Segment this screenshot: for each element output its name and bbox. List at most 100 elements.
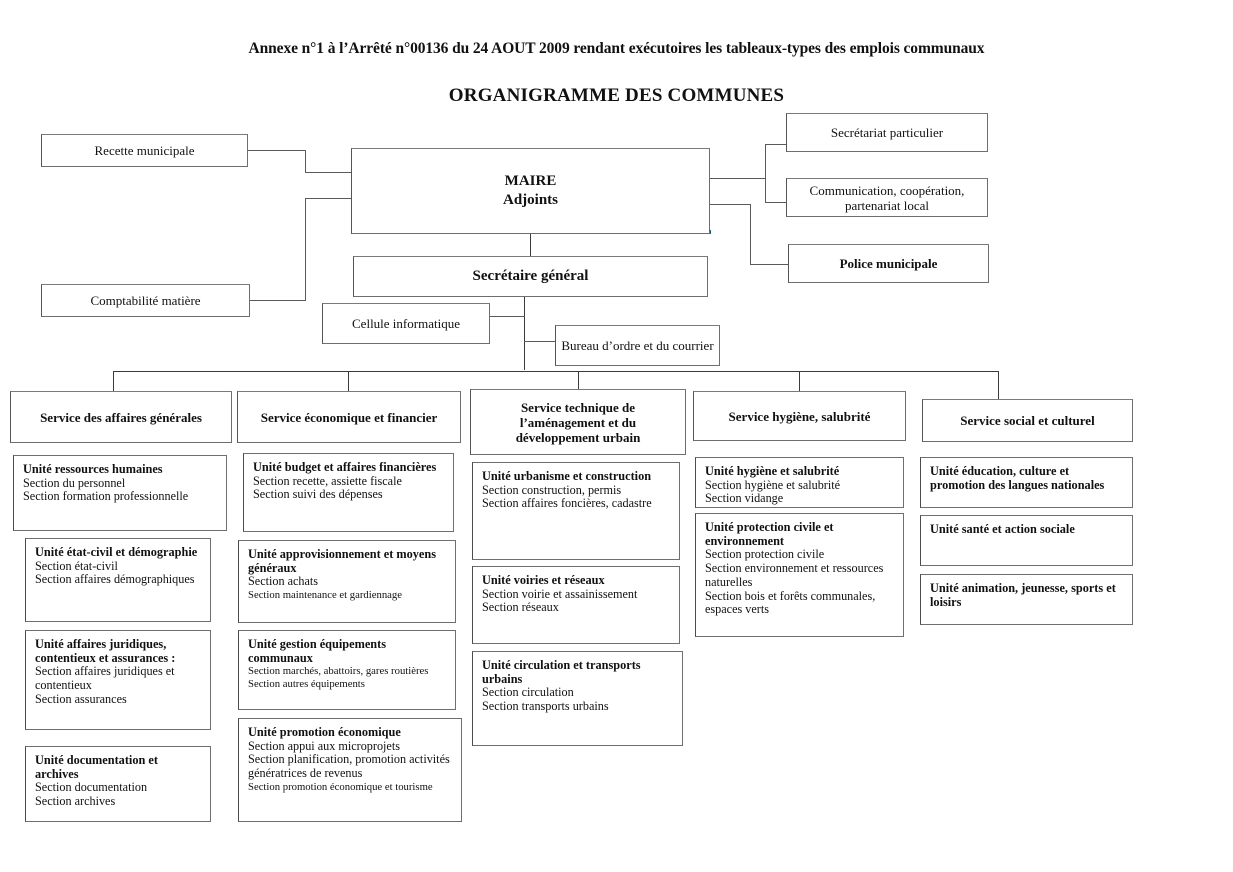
unit-approvisionnement-moyens-generaux[interactable]: Unité approvisionnement et moyens généra… xyxy=(238,540,456,623)
connector-comptabilite-v xyxy=(305,198,306,300)
connector-service-drop-3 xyxy=(578,371,579,389)
box-comptabilite-matiere[interactable]: Comptabilité matière xyxy=(41,284,250,317)
connector-recette-v xyxy=(305,150,306,172)
unit-section: Section achats xyxy=(248,574,319,589)
unit-section: Section promotion économique et tourisme xyxy=(248,780,433,793)
service-header-line: Service des affaires générales xyxy=(40,409,202,425)
comptabilite-matiere-label: Comptabilité matière xyxy=(90,293,201,308)
cellule-informatique-label: Cellule informatique xyxy=(352,316,460,331)
unit-section: Section circulation xyxy=(482,685,574,700)
unit-title: Unité hygiène et salubrité xyxy=(705,464,840,478)
unit-title: Unité circulation et transports urbains xyxy=(482,658,641,686)
box-bureau-ordre-courrier[interactable]: Bureau d’ordre et du courrier xyxy=(555,325,720,366)
connector-maire-right-h xyxy=(709,178,766,179)
box-communication-cooperation[interactable]: Communication, coopération, partenariat … xyxy=(786,178,988,217)
connector-service-drop-1 xyxy=(113,371,114,391)
unit-voiries-reseaux[interactable]: Unité voiries et réseaux Section voirie … xyxy=(472,566,680,644)
unit-title: Unité gestion équipements communaux xyxy=(248,637,386,665)
unit-section: Section appui aux microprojets xyxy=(248,738,400,753)
annex-title: Annexe n°1 à l’Arrêté n°00136 du 24 AOUT… xyxy=(248,40,985,57)
unit-section: Section autres équipements xyxy=(248,677,365,690)
connector-police-v xyxy=(750,204,751,264)
unit-section: Section protection civile xyxy=(705,547,825,562)
unit-section: Section bois et forêts communales, espac… xyxy=(705,588,876,617)
box-secretaire-general[interactable]: Secrétaire général xyxy=(353,256,708,297)
box-maire[interactable]: MAIRE Adjoints xyxy=(351,148,710,234)
connector-sg-spine xyxy=(524,297,525,370)
service-header-line: Service technique de xyxy=(520,399,636,415)
unit-title: Unité état-civil et démographie xyxy=(35,545,198,559)
box-cellule-informatique[interactable]: Cellule informatique xyxy=(322,303,490,344)
service-header-line: Service économique et financier xyxy=(260,409,438,425)
connector-police-h1 xyxy=(709,204,751,205)
unit-title: Unité affaires juridiques, contentieux e… xyxy=(35,637,176,665)
recette-municipale-label: Recette municipale xyxy=(94,143,195,158)
unit-animation-jeunesse-sports-loisirs[interactable]: Unité animation, jeunesse, sports et loi… xyxy=(920,574,1133,625)
unit-section: Section du personnel xyxy=(23,475,126,490)
unit-section: Section transports urbains xyxy=(482,698,609,713)
connector-recette-h1 xyxy=(248,150,306,151)
service-header-affaires-generales[interactable]: Service des affaires générales xyxy=(10,391,232,443)
service-header-line: Service social et culturel xyxy=(960,413,1095,428)
secretaire-general-label: Secrétaire général xyxy=(472,268,589,284)
box-recette-municipale[interactable]: Recette municipale xyxy=(41,134,248,167)
communication-label-line2: partenariat local xyxy=(844,197,930,213)
unit-title: Unité documentation et archives xyxy=(35,753,158,781)
box-police-municipale[interactable]: Police municipale xyxy=(788,244,989,283)
unit-section: Section voirie et assainissement xyxy=(482,586,638,601)
unit-section: Section affaires juridiques et contentie… xyxy=(35,664,175,692)
unit-documentation-archives[interactable]: Unité documentation et archives Section … xyxy=(25,746,211,822)
bureau-ordre-courrier-label: Bureau d’ordre et du courrier xyxy=(561,338,714,353)
unit-sante-action-sociale[interactable]: Unité santé et action sociale xyxy=(920,515,1133,566)
unit-ressources-humaines[interactable]: Unité ressources humaines Section du per… xyxy=(13,455,227,531)
service-header-line: l’aménagement et du xyxy=(519,414,637,430)
unit-protection-civile-environnement[interactable]: Unité protection civile et environnement… xyxy=(695,513,904,637)
connector-services-bus xyxy=(113,371,998,372)
unit-title: Unité protection civile et environnement xyxy=(705,520,834,548)
unit-section: Section assurances xyxy=(35,691,127,706)
unit-etat-civil-demographie[interactable]: Unité état-civil et démographie Section … xyxy=(25,538,211,622)
unit-section: Section état-civil xyxy=(35,558,118,573)
unit-section: Section archives xyxy=(35,793,116,808)
unit-section: Section environnement et ressources natu… xyxy=(705,560,884,589)
connector-bureau-h xyxy=(524,341,556,342)
unit-urbanisme-construction[interactable]: Unité urbanisme et construction Section … xyxy=(472,462,680,560)
unit-promotion-economique[interactable]: Unité promotion économique Section appui… xyxy=(238,718,462,822)
unit-section: Section réseaux xyxy=(482,600,559,615)
unit-hygiene-salubrite[interactable]: Unité hygiène et salubrité Section hygiè… xyxy=(695,457,904,508)
adjoints-label: Adjoints xyxy=(502,192,558,208)
service-header-economique-financier[interactable]: Service économique et financier xyxy=(237,391,461,443)
service-header-hygiene-salubrite[interactable]: Service hygiène, salubrité xyxy=(693,391,906,441)
unit-section: Section vidange xyxy=(705,491,784,506)
unit-title: Unité animation, jeunesse, sports et loi… xyxy=(930,581,1116,609)
connector-service-drop-4 xyxy=(799,371,800,391)
service-header-technique-amenagement[interactable]: Service technique de l’aménagement et du… xyxy=(470,389,686,455)
unit-section: Section marchés, abattoirs, gares routiè… xyxy=(248,665,429,678)
unit-section: Section affaires foncières, cadastre xyxy=(482,496,652,511)
unit-section: Section recette, assiette fiscale xyxy=(253,473,402,488)
connector-secretariat-h xyxy=(765,144,786,145)
service-header-social-culturel[interactable]: Service social et culturel xyxy=(922,399,1133,442)
unit-title: Unité ressources humaines xyxy=(23,462,163,476)
unit-gestion-equipements-communaux[interactable]: Unité gestion équipements communaux Sect… xyxy=(238,630,456,710)
unit-section: Section hygiène et salubrité xyxy=(705,477,841,492)
unit-section: Section construction, permis xyxy=(482,482,622,497)
connector-police-h2 xyxy=(750,264,789,265)
connector-recette-h2 xyxy=(305,172,352,173)
unit-section: Section planification, promotion activit… xyxy=(248,752,450,781)
unit-section: Section maintenance et gardiennage xyxy=(248,588,403,601)
unit-budget-affaires-financieres[interactable]: Unité budget et affaires financières Sec… xyxy=(243,453,454,532)
unit-title: Unité éducation, culture et promotion de… xyxy=(930,464,1105,492)
unit-affaires-juridiques[interactable]: Unité affaires juridiques, contentieux e… xyxy=(25,630,211,730)
unit-title: Unité promotion économique xyxy=(248,725,401,739)
service-header-line: Service hygiène, salubrité xyxy=(728,408,871,424)
connector-service-drop-2 xyxy=(348,371,349,391)
page-title: ORGANIGRAMME DES COMMUNES xyxy=(448,85,785,106)
unit-education-culture-langues[interactable]: Unité éducation, culture et promotion de… xyxy=(920,457,1133,508)
unit-circulation-transports-urbains[interactable]: Unité circulation et transports urbains … xyxy=(472,651,683,746)
box-secretariat-particulier[interactable]: Secrétariat particulier xyxy=(786,113,988,152)
maire-label: MAIRE xyxy=(504,173,557,189)
unit-title: Unité urbanisme et construction xyxy=(482,469,652,483)
police-municipale-label: Police municipale xyxy=(839,256,938,271)
unit-title: Unité santé et action sociale xyxy=(930,522,1075,536)
